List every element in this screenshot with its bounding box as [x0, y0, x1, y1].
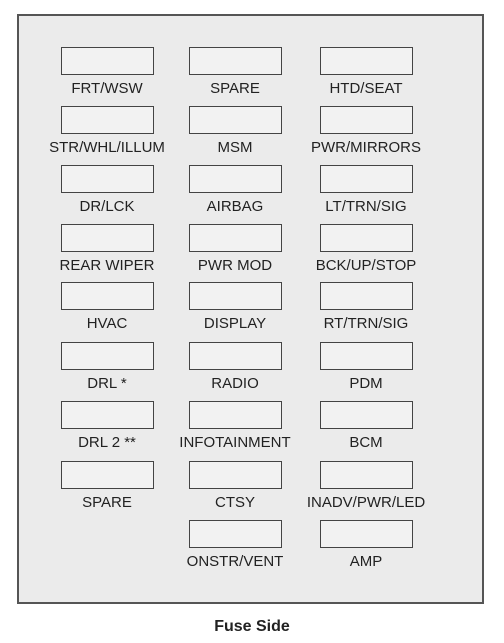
fuse-label: DR/LCK	[79, 198, 135, 215]
fuse-slot	[60, 461, 154, 489]
fuse-slot	[319, 282, 413, 310]
fuse-slot	[188, 461, 282, 489]
fuse-slot	[188, 224, 282, 252]
fuse-label: RT/TRN/SIG	[323, 315, 409, 332]
fuse-label: BCM	[349, 434, 383, 451]
fuse-label: DRL *	[87, 375, 127, 392]
fuse-slot	[60, 106, 154, 134]
fuse-slot	[188, 47, 282, 75]
fuse-slot	[60, 165, 154, 193]
fuse-label: RADIO	[211, 375, 259, 392]
fuse-label: MSM	[217, 139, 253, 156]
fuse-slot	[188, 282, 282, 310]
fuse-slot	[188, 106, 282, 134]
fuse-label: HTD/SEAT	[329, 80, 403, 97]
fuse-label: CTSY	[214, 494, 255, 511]
fuse-label: BCK/UP/STOP	[315, 257, 417, 274]
fuse-label: SPARE	[210, 80, 260, 97]
fuse-slot	[319, 342, 413, 370]
fuse-slot	[60, 47, 154, 75]
fuse-label: DRL 2 **	[78, 434, 136, 451]
fuse-slot	[60, 224, 154, 252]
fuse-label: PDM	[349, 375, 383, 392]
fuse-slot	[188, 165, 282, 193]
fuse-slot	[319, 224, 413, 252]
fuse-slot	[319, 47, 413, 75]
fuse-slot	[188, 520, 282, 548]
fuse-label: HVAC	[86, 315, 128, 332]
fuse-label: ONSTR/VENT	[186, 553, 284, 570]
fuse-slot	[188, 342, 282, 370]
fuse-label: INFOTAINMENT	[179, 434, 291, 451]
fuse-slot	[60, 282, 154, 310]
fuse-label: REAR WIPER	[59, 257, 155, 274]
fuse-slot	[319, 106, 413, 134]
fuse-label: SPARE	[82, 494, 132, 511]
fuse-slot	[60, 401, 154, 429]
fuse-label: LT/TRN/SIG	[325, 198, 407, 215]
fuse-slot	[60, 342, 154, 370]
fuse-label: STR/WHL/ILLUM	[49, 139, 165, 156]
fuse-label: AMP	[349, 553, 383, 570]
fuse-slot	[319, 401, 413, 429]
fuse-slot	[319, 520, 413, 548]
fuse-label: AIRBAG	[206, 198, 264, 215]
fuse-panel: FRT/WSW STR/WHL/ILLUM DR/LCK REAR WIPER HVAC…	[17, 14, 484, 604]
fuse-slot	[319, 165, 413, 193]
fuse-label: INADV/PWR/LED	[306, 494, 426, 511]
fuse-label: FRT/WSW	[71, 80, 143, 97]
figure-caption: Fuse Side	[214, 618, 290, 635]
fuse-label: DISPLAY	[203, 315, 267, 332]
fuse-label: PWR/MIRRORS	[311, 139, 421, 156]
fuse-slot	[319, 461, 413, 489]
fuse-slot	[188, 401, 282, 429]
fuse-label: PWR MOD	[197, 257, 273, 274]
